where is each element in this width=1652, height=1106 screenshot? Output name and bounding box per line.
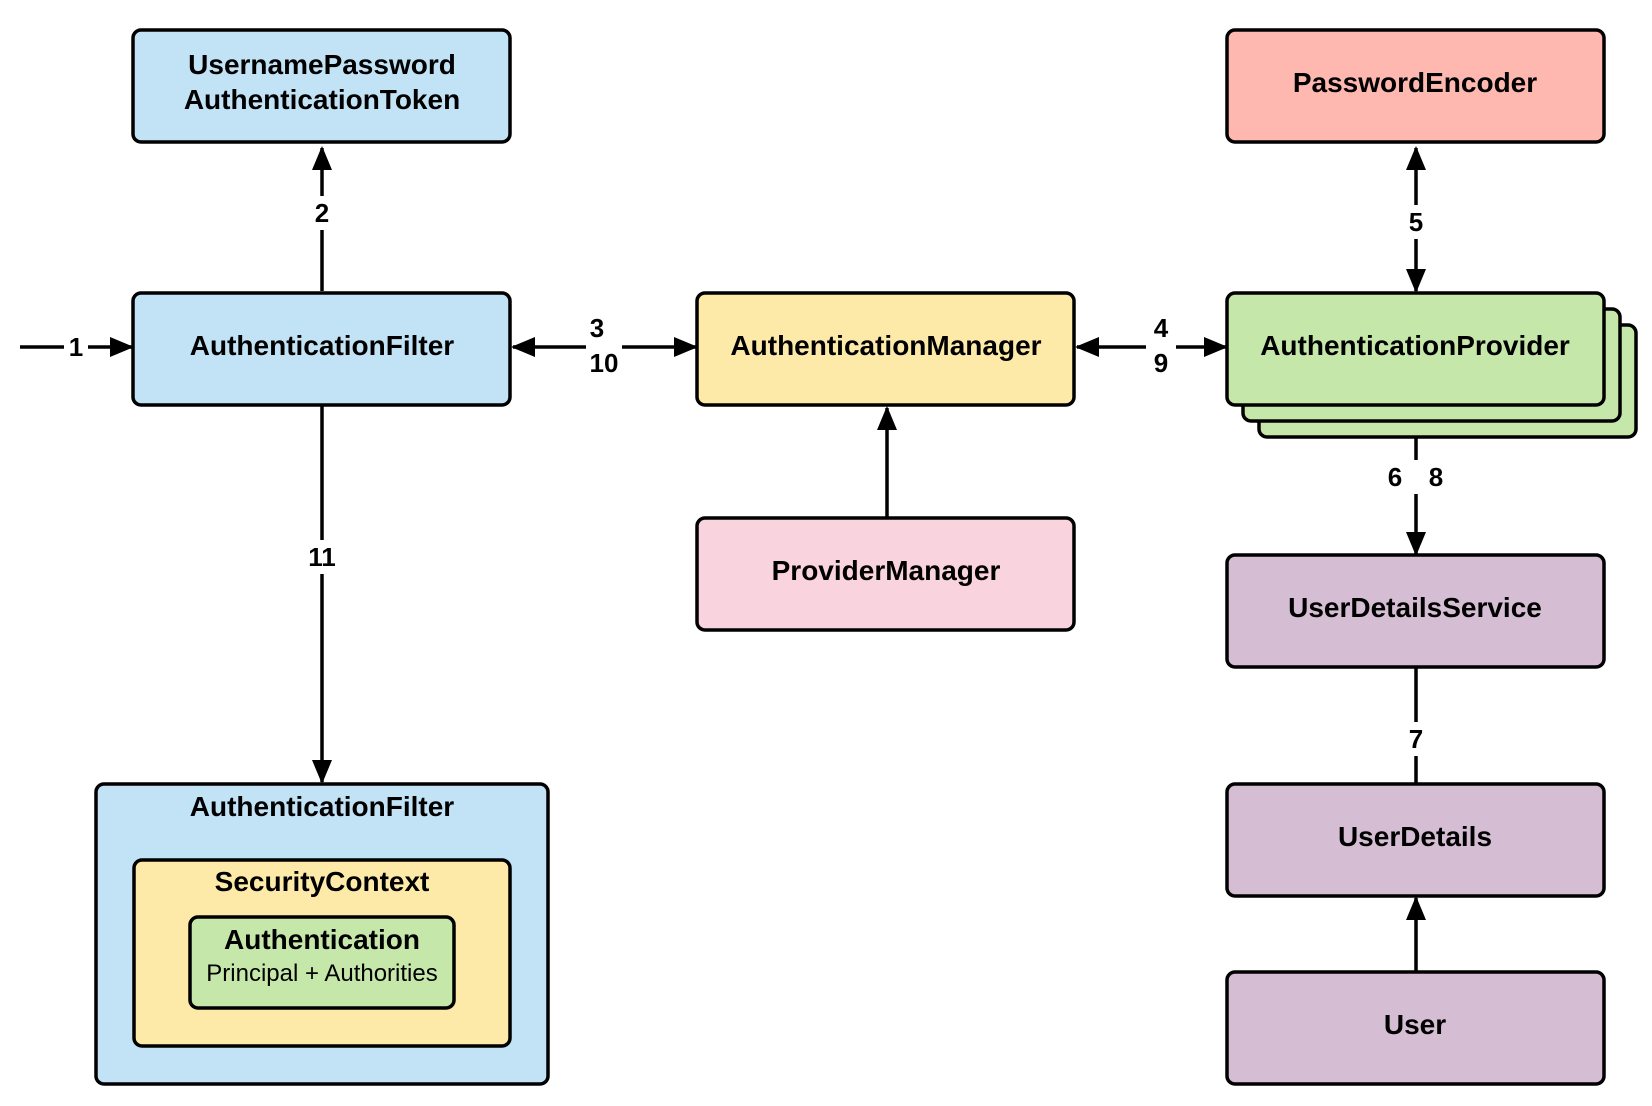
- edge-3-label: 3: [590, 313, 604, 343]
- edge-2-label-bg: [306, 196, 338, 230]
- node-user-details-service: UserDetailsService: [1225, 553, 1606, 669]
- node-authentication-filter-result: AuthenticationFilter SecurityContext Aut…: [94, 782, 550, 1086]
- node-user-details: UserDetails: [1225, 782, 1606, 898]
- edge-5-label-bg: [1400, 205, 1432, 239]
- node-token-label-line1: UsernamePassword: [188, 49, 456, 80]
- node-provider-label: AuthenticationProvider: [1260, 330, 1570, 361]
- edge-4-9-label-bg: [1146, 310, 1176, 384]
- edge-3-10-label-bg: [586, 310, 622, 384]
- authentication-box: [188, 915, 456, 1010]
- edge-4-label: 4: [1154, 313, 1169, 343]
- node-authentication-filter: AuthenticationFilter: [131, 291, 512, 407]
- edge-11-label-bg: [302, 540, 342, 574]
- node-user-details-service-label: UserDetailsService: [1288, 592, 1542, 623]
- edge-11-label: 11: [308, 542, 336, 572]
- edge-7-label: 7: [1409, 724, 1423, 754]
- edge-5-label: 5: [1409, 207, 1423, 237]
- edge-2-label: 2: [315, 198, 329, 228]
- edge-1-label: 1: [69, 332, 83, 362]
- authentication-label: Authentication: [224, 924, 420, 955]
- node-provider-manager: ProviderManager: [695, 516, 1076, 632]
- edge-9-label: 9: [1154, 348, 1168, 378]
- node-token-label-line2: AuthenticationToken: [184, 84, 460, 115]
- node-provider-manager-label: ProviderManager: [772, 555, 1001, 586]
- edge-8-label: 8: [1429, 462, 1443, 492]
- node-manager-label: AuthenticationManager: [730, 330, 1041, 361]
- node-password-encoder-label: PasswordEncoder: [1293, 67, 1537, 98]
- edge-10-label: 10: [590, 348, 619, 378]
- edge-6-8-label-bg: [1380, 460, 1452, 494]
- provider-stack-front: [1225, 291, 1606, 407]
- node-authentication-manager: AuthenticationManager: [695, 291, 1076, 407]
- edge-6-label: 6: [1388, 462, 1402, 492]
- node-user: User: [1225, 970, 1606, 1086]
- edge-1-label-bg: [64, 330, 88, 364]
- edge-7-label-bg: [1400, 722, 1432, 756]
- node-authentication-provider-stack: AuthenticationProvider: [1225, 291, 1638, 439]
- node-filter-label: AuthenticationFilter: [190, 330, 455, 361]
- node-user-details-label: UserDetails: [1338, 821, 1492, 852]
- node-user-label: User: [1384, 1009, 1446, 1040]
- filter-result-label: AuthenticationFilter: [190, 791, 455, 822]
- node-password-encoder: PasswordEncoder: [1225, 28, 1606, 144]
- authentication-detail-label: Principal + Authorities: [206, 960, 437, 987]
- security-context-label: SecurityContext: [215, 866, 430, 897]
- node-username-password-authentication-token: UsernamePassword AuthenticationToken: [131, 28, 512, 144]
